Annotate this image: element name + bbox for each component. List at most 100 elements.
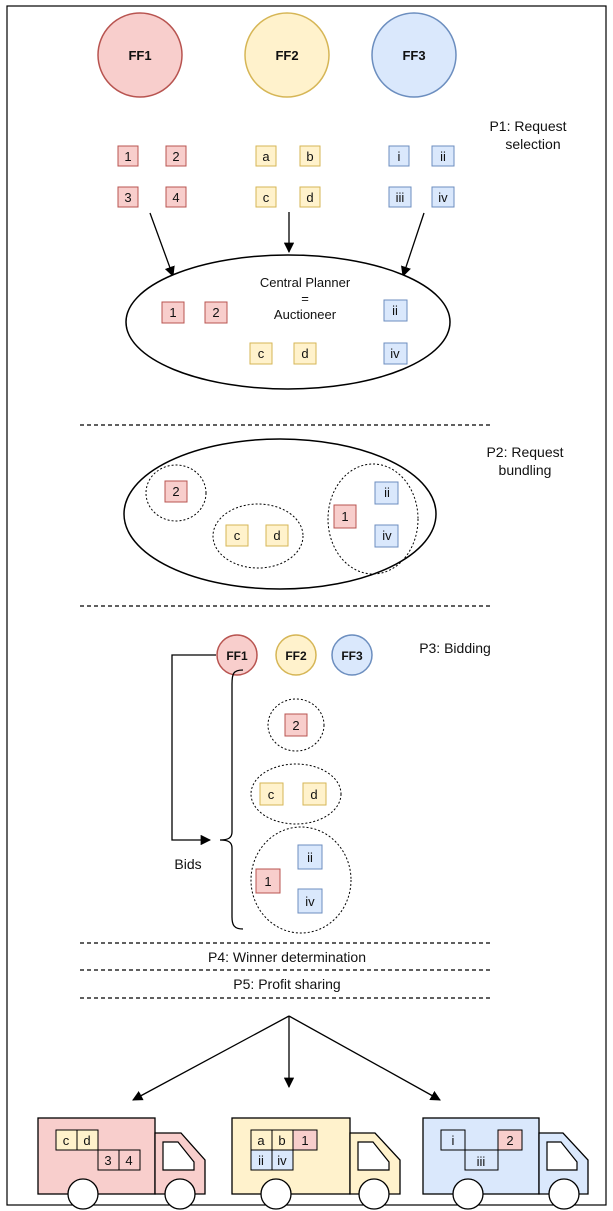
truck-wheel [358, 1178, 390, 1210]
svg-text:1: 1 [124, 149, 131, 164]
p3-label: P3: Bidding [419, 640, 491, 656]
request-box: c [225, 524, 249, 547]
truck-ff2: a b 1 ii iv [231, 1117, 401, 1210]
arrow [149, 212, 175, 277]
cargo-label: c [63, 1133, 70, 1148]
arrow [288, 1015, 441, 1101]
svg-text:iv: iv [382, 528, 392, 543]
cargo-label: 1 [301, 1133, 308, 1148]
request-box: 1 [117, 145, 139, 167]
bids-label: Bids [174, 856, 201, 872]
request-box: 3 [117, 186, 139, 208]
truck-window [162, 1141, 195, 1171]
truck-ff3: i iii 2 [422, 1117, 589, 1210]
request-box: d [293, 342, 317, 365]
svg-text:c: c [258, 346, 265, 361]
svg-text:a: a [262, 149, 270, 164]
svg-text:1: 1 [341, 509, 348, 524]
truck-window [546, 1141, 578, 1171]
truck-wheel [548, 1178, 580, 1210]
cargo-label: a [257, 1133, 265, 1148]
truck-wheel [164, 1178, 196, 1210]
request-box: 2 [284, 713, 308, 737]
request-box: c [255, 186, 277, 208]
request-box: iii [388, 186, 412, 208]
cargo-label: 3 [104, 1153, 111, 1168]
cargo-label: iv [277, 1153, 287, 1168]
svg-text:d: d [301, 346, 308, 361]
bundle-circle [327, 463, 419, 575]
svg-text:iv: iv [390, 346, 400, 361]
ff3-node: FF3 [371, 12, 457, 98]
arrow [132, 1015, 290, 1101]
truck-wheel [67, 1178, 99, 1210]
diagram-border [6, 5, 607, 1206]
request-box: 4 [165, 186, 187, 208]
cargo-label: i [452, 1133, 455, 1148]
p1-label-line2: selection [505, 136, 560, 152]
request-box: 1 [255, 868, 281, 894]
cargo-label: d [83, 1133, 90, 1148]
request-box: c [249, 342, 273, 365]
bids-brace [219, 669, 244, 930]
cargo-label: 4 [125, 1153, 132, 1168]
ff2-node: FF2 [244, 12, 330, 98]
svg-text:b: b [306, 149, 313, 164]
svg-text:FF2: FF2 [285, 649, 307, 663]
svg-text:4: 4 [172, 190, 179, 205]
request-box: a [255, 145, 277, 167]
central-planner-line2: = [301, 291, 309, 306]
svg-text:FF3: FF3 [341, 649, 363, 663]
svg-text:ii: ii [384, 485, 390, 500]
central-planner-line1: Central Planner [260, 275, 351, 290]
bid-arrow [171, 654, 216, 846]
request-box: 1 [333, 504, 357, 529]
request-box: ii [383, 299, 408, 322]
svg-text:2: 2 [172, 149, 179, 164]
svg-text:1: 1 [169, 305, 176, 320]
svg-text:3: 3 [124, 190, 131, 205]
central-planner-ellipse [125, 254, 451, 390]
truck-window [357, 1141, 390, 1171]
svg-text:2: 2 [212, 305, 219, 320]
request-box: ii [297, 844, 323, 870]
svg-text:2: 2 [172, 484, 179, 499]
bundle-circle [250, 763, 342, 825]
ff1-node: FF1 [97, 12, 183, 98]
svg-text:1: 1 [264, 874, 271, 889]
svg-text:FF1: FF1 [226, 649, 248, 663]
request-box: iv [383, 342, 408, 365]
truck-ff1: c d 3 4 [37, 1117, 206, 1210]
ff2-label: FF2 [275, 48, 298, 63]
request-box: c [259, 782, 284, 806]
request-box: ii [431, 145, 455, 167]
bundling-ellipse [123, 438, 437, 590]
ff1-node: FF1 [216, 634, 258, 676]
request-box: 2 [165, 145, 187, 167]
ff2-node: FF2 [275, 634, 317, 676]
svg-text:ii: ii [392, 303, 398, 318]
ff3-label: FF3 [402, 48, 425, 63]
svg-text:iv: iv [305, 894, 315, 909]
arrow [401, 212, 425, 277]
svg-text:d: d [310, 787, 317, 802]
truck-wheel [452, 1178, 484, 1210]
cargo-label: 2 [506, 1133, 513, 1148]
svg-text:c: c [268, 787, 275, 802]
cargo-label: b [278, 1133, 285, 1148]
svg-text:c: c [234, 528, 241, 543]
svg-text:ii: ii [440, 149, 446, 164]
request-box: b [299, 145, 321, 167]
svg-text:d: d [306, 190, 313, 205]
cargo-label: iii [477, 1154, 486, 1169]
svg-text:i: i [398, 149, 401, 164]
p2-label-line2: bundling [499, 462, 552, 478]
request-box: iv [374, 524, 399, 548]
request-box: i [388, 145, 410, 167]
p2-label-line1: P2: Request [486, 444, 563, 460]
bundle-circle [250, 826, 352, 934]
ff1-label: FF1 [128, 48, 151, 63]
p5-label: P5: Profit sharing [233, 976, 340, 992]
bundle-circle [267, 698, 325, 752]
